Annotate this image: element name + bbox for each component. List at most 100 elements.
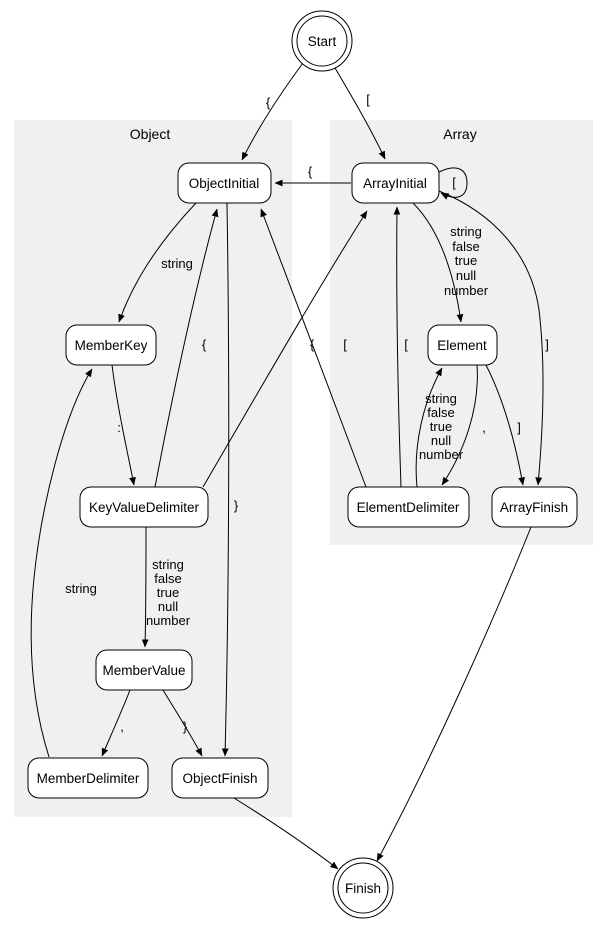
node-element-box xyxy=(427,324,498,366)
edge-line xyxy=(141,526,149,648)
edge-label: } xyxy=(183,719,188,734)
edge-label: , xyxy=(482,420,486,435)
edge-membervalue-to-objectfinish: } xyxy=(162,689,203,757)
edge-label: string xyxy=(161,256,193,271)
edge-label: ] xyxy=(517,420,521,435)
edge-membervalue-to-memberdelimiter: , xyxy=(101,689,131,757)
edge-label: , xyxy=(120,719,124,734)
edge-line xyxy=(221,202,230,757)
node-start-label: Start xyxy=(308,34,337,49)
edge-keyvaluedelimiter-to-objectinitial: { xyxy=(154,208,219,488)
edge-start-to-arrayinitial: [ xyxy=(334,67,386,160)
edge-label-line: null xyxy=(456,268,476,283)
edge-line xyxy=(118,202,197,323)
edge-arrayinitial-to-objectinitial: { xyxy=(274,164,351,187)
edge-label-line: string xyxy=(425,391,457,406)
edge-start-to-objectinitial: { xyxy=(241,62,304,161)
edge-label-line: true xyxy=(430,419,452,434)
node-membervalue: MemberValue xyxy=(95,649,193,691)
edge-label-line: number xyxy=(146,613,191,628)
edge-arrayinitial-to-arrayfinish: ] xyxy=(438,190,549,486)
edge-arrayinitial-to-element: string false true null number xyxy=(412,202,489,323)
edge-label: [ xyxy=(452,175,456,190)
edge-label: [ xyxy=(366,92,370,107)
edge-arrayfinish-to-finish xyxy=(376,526,532,862)
node-keyvaluedelimiter: KeyValueDelimiter xyxy=(79,486,209,528)
node-objectfinish: ObjectFinish xyxy=(171,757,269,799)
edge-label: [ xyxy=(404,337,408,352)
edge-line xyxy=(441,364,478,486)
node-memberkey-box xyxy=(65,324,157,366)
node-arrayfinish: ArrayFinish xyxy=(491,486,578,528)
node-arrayinitial-label: ArrayInitial xyxy=(363,176,427,191)
edge-elementdelimiter-to-element: string false true null number xyxy=(415,367,464,488)
edge-line xyxy=(30,368,93,758)
node-membervalue-box xyxy=(95,649,193,691)
node-memberdelimiter: MemberDelimiter xyxy=(27,757,149,799)
edge-element-to-arrayfinish: ] xyxy=(485,364,525,486)
edge-label-line: null xyxy=(158,599,178,614)
edge-line xyxy=(334,67,386,160)
edge-memberdelimiter-to-memberkey: string xyxy=(30,368,97,758)
node-elementdelimiter: ElementDelimiter xyxy=(347,486,470,528)
edge-memberkey-to-keyvaluedelimiter: : xyxy=(111,364,136,486)
edge-line xyxy=(438,190,544,486)
edge-line xyxy=(101,689,131,757)
edge-line xyxy=(111,364,136,486)
node-objectinitial-box xyxy=(177,162,272,204)
edge-label-line: true xyxy=(455,253,477,268)
edge-label: } xyxy=(234,498,239,513)
edge-label: ] xyxy=(545,337,549,352)
edge-objectfinish-to-finish xyxy=(233,797,339,870)
node-objectfinish-label: ObjectFinish xyxy=(182,771,257,786)
node-memberdelimiter-label: MemberDelimiter xyxy=(37,771,140,786)
edge-line xyxy=(393,206,402,488)
node-objectinitial-label: ObjectInitial xyxy=(189,176,260,191)
edge-keyvaluedelimiter-to-membervalue: string false true null number xyxy=(141,526,191,648)
edge-line xyxy=(412,202,464,323)
edge-line xyxy=(260,208,367,488)
edge-keyvaluedelimiter-to-arrayinitial: [ xyxy=(202,210,368,488)
node-arrayfinish-box xyxy=(491,486,578,528)
edge-line xyxy=(485,364,525,486)
edge-line xyxy=(241,62,304,161)
edge-line xyxy=(415,367,443,488)
node-start-inner-circle xyxy=(296,15,348,67)
edge-label-line: false xyxy=(154,571,181,586)
edge-label: { xyxy=(310,337,315,352)
node-elementdelimiter-box xyxy=(347,486,470,528)
edge-line xyxy=(376,526,532,862)
edge-label-line: null xyxy=(431,433,451,448)
edge-label-line: false xyxy=(427,405,454,420)
edge-label: { xyxy=(266,95,271,110)
node-memberkey-label: MemberKey xyxy=(75,338,148,353)
node-membervalue-label: MemberValue xyxy=(102,663,185,678)
node-objectinitial: ObjectInitial xyxy=(177,162,272,204)
cluster-array-label: Array xyxy=(443,126,476,142)
edge-label: [ xyxy=(343,337,347,352)
node-start: Start xyxy=(291,10,353,72)
edge-elementdelimiter-to-objectinitial: { xyxy=(260,208,367,488)
edge-label: { xyxy=(202,337,207,352)
node-arrayinitial-box xyxy=(351,162,440,204)
edge-elementdelimiter-to-arrayinitial: [ xyxy=(393,206,408,488)
edge-line xyxy=(154,208,219,488)
node-finish-inner-circle xyxy=(337,862,389,914)
node-finish-label: Finish xyxy=(345,881,381,896)
edge-label: : xyxy=(117,420,121,435)
edge-label-line: number xyxy=(444,283,489,298)
edge-label-line: number xyxy=(419,447,464,462)
edge-label: { xyxy=(308,164,313,179)
edge-objectinitial-to-objectfinish: } xyxy=(221,202,239,757)
node-memberkey: MemberKey xyxy=(65,324,157,366)
node-keyvaluedelimiter-box xyxy=(79,486,209,528)
edge-label-line: string xyxy=(450,224,482,239)
cluster-object: Object xyxy=(14,120,292,817)
edge-line xyxy=(233,797,339,870)
node-memberdelimiter-box xyxy=(27,757,149,799)
node-elementdelimiter-label: ElementDelimiter xyxy=(357,500,460,515)
edge-line xyxy=(202,210,368,488)
node-objectfinish-box xyxy=(171,757,269,799)
edge-line xyxy=(162,689,203,757)
